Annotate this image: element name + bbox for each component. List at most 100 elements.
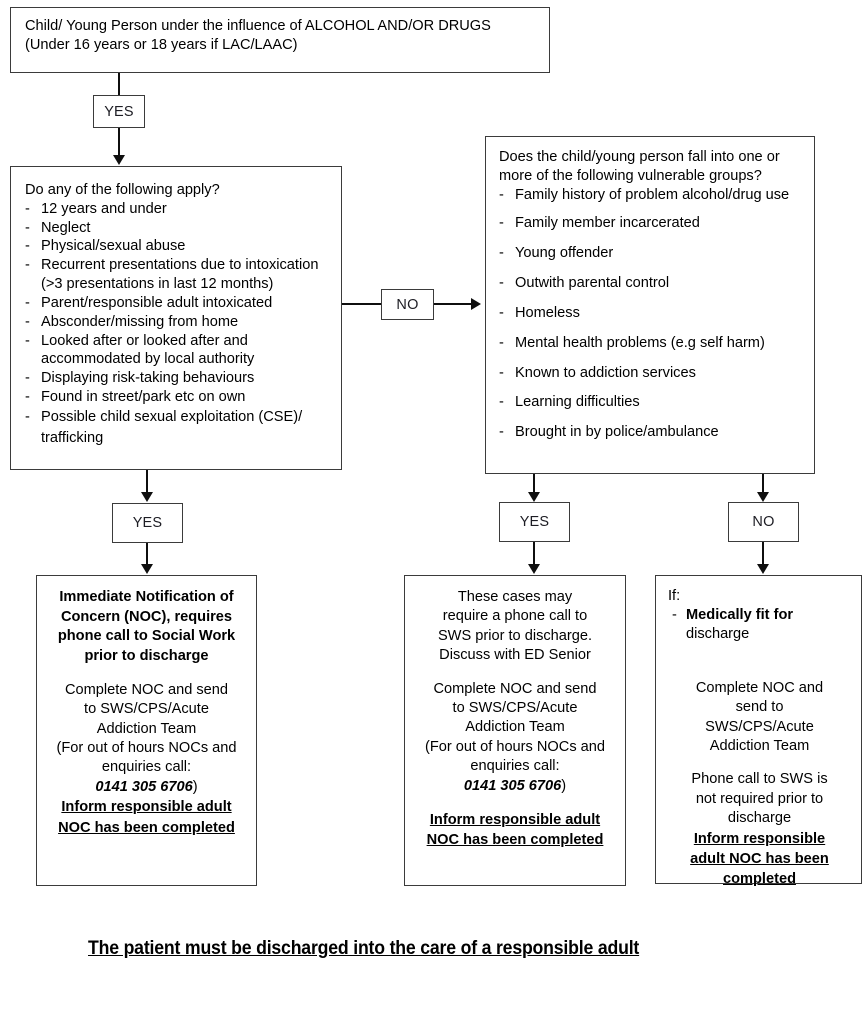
outcome-middle-intro-line-4: Discuss with ED Senior xyxy=(439,647,591,664)
dash-icon: - xyxy=(25,294,30,311)
list-item: -12 years and under xyxy=(25,200,331,219)
dash-icon: - xyxy=(25,200,30,217)
dash-icon: - xyxy=(25,332,30,349)
dash-icon: - xyxy=(499,334,504,351)
dash-icon: - xyxy=(25,238,30,255)
outcome-right-content: If: - Medically fit for discharge Comple… xyxy=(656,576,861,898)
dash-icon: - xyxy=(25,219,30,236)
dash-icon: - xyxy=(672,606,677,623)
connector-tag-yes-left: YES xyxy=(112,503,183,543)
list-item-label: Known to addiction services xyxy=(515,364,696,381)
start-box: Child/ Young Person under the influence … xyxy=(10,7,550,73)
left-decision-question: Do any of the following apply? xyxy=(25,182,220,198)
list-item: -Known to addiction services xyxy=(499,364,804,383)
list-item-label: Young offender xyxy=(515,245,614,262)
connector-tag-no-middle: NO xyxy=(381,289,434,320)
outcome-left-phone-line: 0141 305 6706) xyxy=(47,778,246,797)
outcome-middle-body-line-1: Complete NOC and send xyxy=(433,680,597,697)
outcome-left-body-line-3: Addiction Team xyxy=(96,720,197,737)
left-decision-box: Do any of the following apply? -12 years… xyxy=(10,166,342,470)
outcome-middle-body-line-5: enquiries call: xyxy=(470,758,560,775)
list-item: -Found in street/park etc on own xyxy=(25,388,331,407)
list-item-label: Possible child sexual exploitation (CSE)… xyxy=(41,408,303,446)
right-decision-box: Does the child/young person fall into on… xyxy=(485,136,815,474)
outcome-left-underlined-line-2: NOC has been completed xyxy=(58,819,235,836)
outcome-right-underlined-line-1: Inform responsible xyxy=(693,830,826,847)
no-middle-label: NO xyxy=(396,296,419,313)
outcome-left-body-line-4: (For out of hours NOCs and xyxy=(56,739,237,756)
outcome-left-content: Immediate Notification of Concern (NOC),… xyxy=(37,576,256,846)
arrow-into-outcome-right xyxy=(756,564,769,574)
outcome-right-body-line-3: SWS/CPS/Acute xyxy=(705,718,814,735)
list-item-label: Learning difficulties xyxy=(515,394,640,411)
no-right-label: NO xyxy=(752,514,775,530)
connector-tag-yes-center: YES xyxy=(499,502,570,542)
connector-left-decision-to-yes xyxy=(146,470,149,492)
start-box-line-1: Child/ Young Person under the influence … xyxy=(25,18,491,34)
connector-yes-center-to-outcome xyxy=(533,542,536,565)
list-item-label: Homeless xyxy=(515,304,580,321)
list-item: -Parent/responsible adult intoxicated xyxy=(25,294,331,313)
outcome-left-body-line-5: enquiries call: xyxy=(101,759,192,776)
outcome-middle-underlined: Inform responsible adult NOC has been co… xyxy=(415,810,615,851)
paren-close: ) xyxy=(192,778,198,795)
outcome-left-body-line-2: to SWS/CPS/Acute xyxy=(84,701,209,718)
start-box-text: Child/ Young Person under the influence … xyxy=(11,8,549,61)
outcome-box-middle: These cases may require a phone call to … xyxy=(404,575,626,886)
list-item-label: Outwith parental control xyxy=(515,275,670,292)
dash-icon: - xyxy=(499,215,504,232)
list-item: -Homeless xyxy=(499,304,804,323)
outcome-middle-body-line-3: Addiction Team xyxy=(465,719,565,736)
outcome-middle-underlined-line-1: Inform responsible adult xyxy=(429,812,601,829)
list-item-label: Recurrent presentations due to intoxicat… xyxy=(41,257,319,293)
outcome-right-underlined: Inform responsible adult NOC has been co… xyxy=(668,829,851,890)
outcome-middle-phone-line: 0141 305 6706) xyxy=(415,777,615,796)
connector-right-decision-to-no xyxy=(762,474,765,493)
arrow-into-no-right xyxy=(756,492,769,502)
list-item-label: Looked after or looked after and accommo… xyxy=(41,332,255,368)
outcome-left-heading: Immediate Notification of Concern (NOC),… xyxy=(57,589,236,665)
outcome-right-note: Phone call to SWS is not required prior … xyxy=(668,770,851,828)
list-item: -Brought in by police/ambulance xyxy=(499,423,804,442)
connector-right-decision-to-yes xyxy=(533,474,536,493)
list-item-label: Brought in by police/ambulance xyxy=(515,424,719,441)
left-decision-content: Do any of the following apply? -12 years… xyxy=(11,167,341,455)
list-item: -Displaying risk-taking behaviours xyxy=(25,369,331,388)
list-item: -Outwith parental control xyxy=(499,274,804,293)
outcome-middle-underlined-line-2: NOC has been completed xyxy=(426,832,604,849)
list-item: -Family member incarcerated xyxy=(499,214,804,233)
outcome-middle-body: Complete NOC and send to SWS/CPS/Acute A… xyxy=(415,680,615,796)
list-item-label: Family member incarcerated xyxy=(515,215,700,232)
arrow-into-outcome-left xyxy=(140,564,153,574)
outcome-left-body-line-1: Complete NOC and send xyxy=(64,681,229,698)
list-item-label: Family history of problem alcohol/drug u… xyxy=(515,186,790,203)
dash-icon: - xyxy=(499,186,504,203)
outcome-middle-intro: These cases may require a phone call to … xyxy=(415,588,615,666)
list-item: -Neglect xyxy=(25,219,331,238)
list-item-label: Parent/responsible adult intoxicated xyxy=(41,294,273,311)
outcome-middle-content: These cases may require a phone call to … xyxy=(405,576,625,859)
list-item: -Young offender xyxy=(499,244,804,263)
paren-close: ) xyxy=(561,777,567,794)
connector-yes-to-left-decision xyxy=(118,128,121,156)
arrow-into-outcome-middle xyxy=(527,564,540,574)
outcome-right-underlined-line-3: completed xyxy=(723,871,796,888)
outcome-left-underlined-line-1: Inform responsible adult xyxy=(61,799,232,816)
list-item-label: Absconder/missing from home xyxy=(41,313,239,330)
list-item-label: Physical/sexual abuse xyxy=(41,238,186,255)
left-decision-list: -12 years and under -Neglect -Physical/s… xyxy=(25,200,331,449)
outcome-middle-intro-line-1: These cases may xyxy=(457,589,573,605)
phone-number: 0141 305 6706 xyxy=(463,777,562,794)
phone-number: 0141 305 6706 xyxy=(95,778,193,795)
connector-tag-yes-top: YES xyxy=(93,95,145,128)
footer-statement: The patient must be discharged into the … xyxy=(88,938,640,959)
dash-icon: - xyxy=(25,408,30,425)
outcome-right-if-label: If: xyxy=(668,588,681,604)
outcome-right-note-line-1: Phone call to SWS is xyxy=(691,771,828,788)
outcome-right-note-line-2: not required prior to xyxy=(695,790,824,807)
dash-icon: - xyxy=(499,394,504,411)
list-item: -Physical/sexual abuse xyxy=(25,237,331,256)
connector-start-to-yes xyxy=(118,73,121,95)
arrow-into-left-decision xyxy=(112,155,125,165)
